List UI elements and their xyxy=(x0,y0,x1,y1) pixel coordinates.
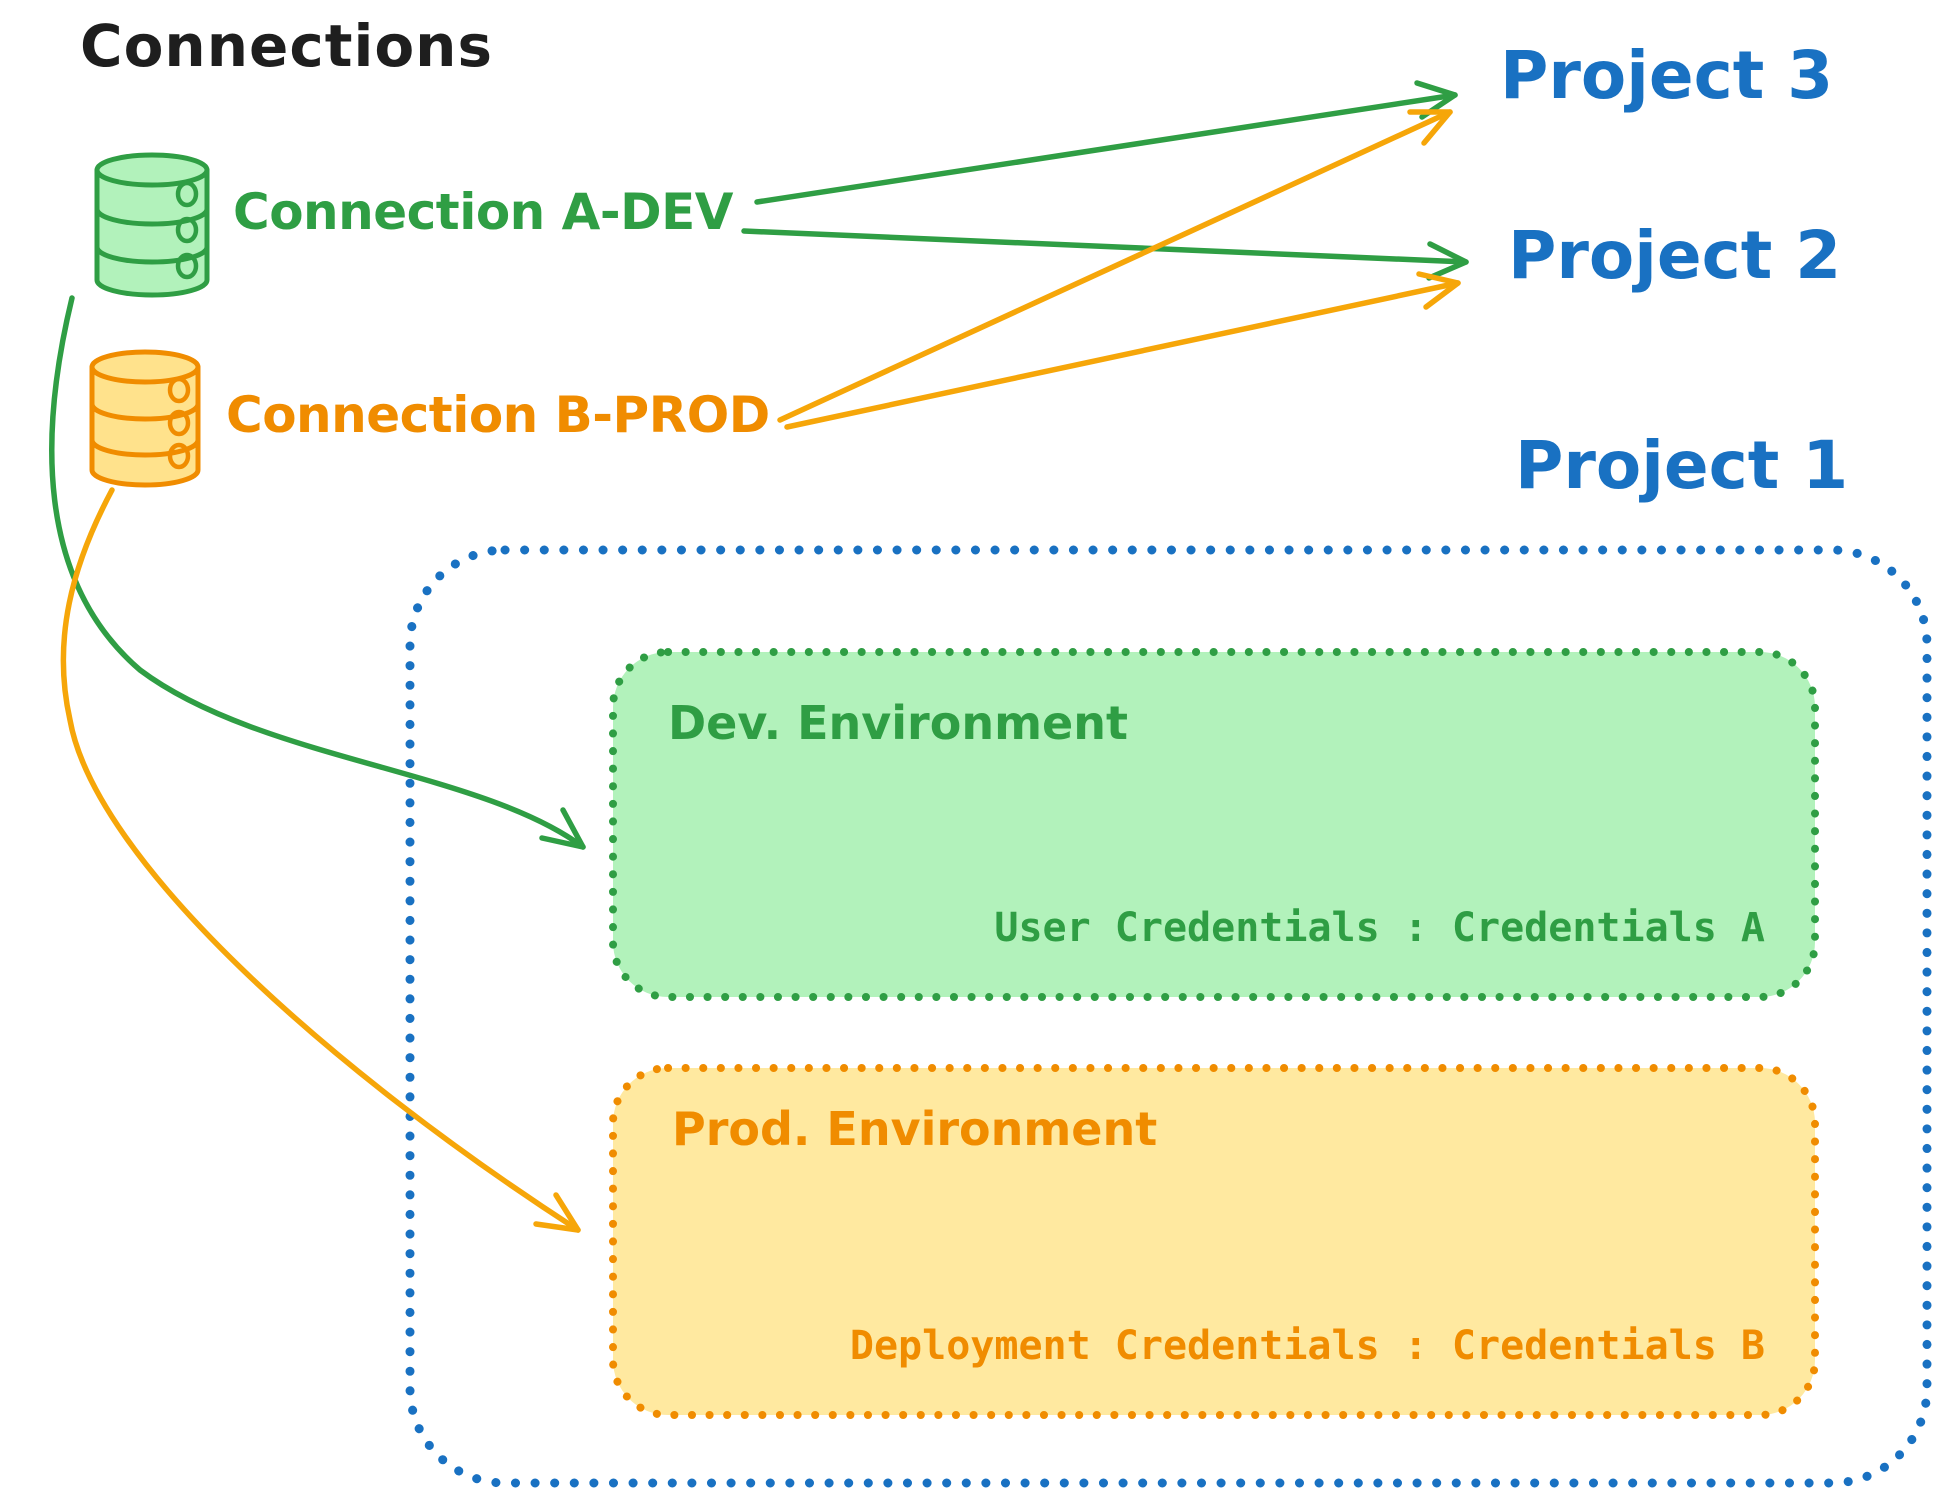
arrow-adev-to-project2 xyxy=(741,228,1469,281)
project-2-label: Project 2 xyxy=(1508,217,1842,294)
project-1-label: Project 1 xyxy=(1515,427,1849,504)
dev-environment-credentials: User Credentials : Credentials A xyxy=(994,905,1765,951)
database-cylinder-icon-dev xyxy=(94,152,210,298)
arrow-adev-to-dev-environment xyxy=(49,295,586,850)
prod-environment-title: Prod. Environment xyxy=(672,1102,1158,1156)
project1-container-box xyxy=(405,545,1932,1488)
connection-b-prod-label: Connection B-PROD xyxy=(226,386,770,444)
prod-environment-credentials: Deployment Credentials : Credentials B xyxy=(849,1323,1765,1369)
arrow-bprod-to-project3 xyxy=(777,109,1453,423)
connection-a-dev-label: Connection A-DEV xyxy=(233,183,733,241)
arrow-adev-to-project3 xyxy=(754,80,1458,205)
prod-environment-box xyxy=(609,1064,1819,1419)
database-cylinder-icon-prod xyxy=(89,349,201,488)
project-3-label: Project 3 xyxy=(1500,37,1834,114)
dev-environment-box xyxy=(609,648,1819,1001)
diagram-title: Connections xyxy=(80,12,493,80)
arrow-bprod-to-project2 xyxy=(784,271,1461,430)
arrow-bprod-to-prod-environment xyxy=(60,487,581,1233)
dev-environment-title: Dev. Environment xyxy=(668,696,1128,750)
